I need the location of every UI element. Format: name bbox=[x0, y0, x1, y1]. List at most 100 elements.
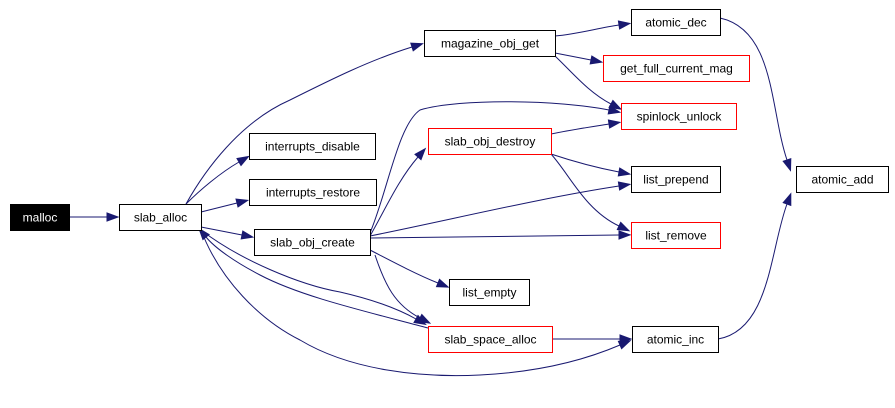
node-label: magazine_obj_get bbox=[441, 37, 540, 51]
edge-line bbox=[369, 101, 610, 234]
node-box[interactable] bbox=[10, 204, 70, 231]
node-label: list_prepend bbox=[643, 173, 708, 187]
node-label: slab_obj_create bbox=[270, 236, 355, 250]
node-box[interactable] bbox=[449, 279, 530, 306]
node-slab-space-alloc[interactable]: slab_space_alloc bbox=[428, 326, 553, 353]
node-spinlock-unlock[interactable]: spinlock_unlock bbox=[621, 103, 737, 130]
node-box[interactable] bbox=[428, 326, 553, 353]
node-box[interactable] bbox=[119, 204, 202, 231]
node-box[interactable] bbox=[631, 9, 721, 36]
node-label: malloc bbox=[23, 211, 58, 225]
node-box[interactable] bbox=[621, 103, 737, 130]
node-label: atomic_add bbox=[811, 173, 873, 187]
node-label: get_full_current_mag bbox=[620, 62, 733, 76]
node-slab-obj-destroy[interactable]: slab_obj_destroy bbox=[428, 128, 552, 155]
edge-line bbox=[369, 249, 439, 284]
node-box[interactable] bbox=[424, 30, 556, 57]
node-label: slab_alloc bbox=[134, 211, 187, 225]
node-slab-alloc[interactable]: slab_alloc bbox=[119, 204, 202, 231]
node-box[interactable] bbox=[249, 133, 376, 160]
node-label: slab_obj_destroy bbox=[445, 135, 536, 149]
node-box[interactable] bbox=[796, 166, 889, 193]
edge-line bbox=[554, 52, 592, 61]
node-box[interactable] bbox=[603, 55, 750, 82]
edge-line bbox=[554, 24, 620, 37]
node-interrupts-restore[interactable]: interrupts_restore bbox=[249, 179, 377, 206]
edge-line bbox=[200, 226, 243, 236]
node-atomic-dec[interactable]: atomic_dec bbox=[631, 9, 721, 36]
arrowhead bbox=[617, 167, 632, 177]
edge-slab_alloc-to-interrupts_restore bbox=[200, 198, 250, 213]
node-label: spinlock_unlock bbox=[637, 110, 723, 124]
edge-line bbox=[719, 17, 788, 161]
edge-line bbox=[717, 203, 788, 340]
edge-line bbox=[550, 153, 620, 227]
edge-slab_obj_create-to-list_empty bbox=[369, 249, 450, 288]
node-label: atomic_dec bbox=[645, 16, 706, 30]
node-label: slab_space_alloc bbox=[444, 333, 536, 347]
node-box[interactable] bbox=[632, 326, 719, 353]
node-label: interrupts_restore bbox=[266, 186, 360, 200]
edge-malloc-to-slab_alloc bbox=[69, 212, 120, 222]
edge-slab_alloc-to-interrupts_disable bbox=[185, 155, 250, 205]
node-atomic-add[interactable]: atomic_add bbox=[796, 166, 889, 193]
edge-slab_obj_destroy-to-list_remove bbox=[550, 153, 631, 232]
edge-line bbox=[369, 234, 620, 239]
node-slab-obj-create[interactable]: slab_obj_create bbox=[254, 229, 371, 256]
edge-slab_obj_create-to-spinlock_unlock bbox=[369, 101, 622, 234]
node-box[interactable] bbox=[249, 179, 377, 206]
edge-atomic_dec-to-atomic_add bbox=[719, 17, 792, 172]
edge-line bbox=[185, 46, 413, 205]
arrowhead bbox=[417, 313, 432, 324]
arrowhead bbox=[198, 227, 210, 241]
arrowhead bbox=[235, 198, 250, 208]
node-list-remove[interactable]: list_remove bbox=[631, 222, 721, 249]
arrowhead bbox=[616, 221, 631, 232]
arrowhead bbox=[410, 42, 424, 52]
edge-magazine_obj_get-to-atomic_dec bbox=[554, 20, 632, 37]
node-atomic-inc[interactable]: atomic_inc bbox=[632, 326, 719, 353]
edge-slab_obj_create-to-slab_obj_destroy bbox=[369, 147, 427, 237]
node-box[interactable] bbox=[631, 222, 721, 249]
edges-layer bbox=[69, 17, 792, 377]
edge-line bbox=[200, 229, 621, 377]
node-malloc[interactable]: malloc bbox=[10, 204, 70, 231]
node-label: list_remove bbox=[645, 229, 707, 243]
edge-line bbox=[200, 229, 417, 320]
nodes-layer: malloc slab_alloc magazine_obj_get interrup… bbox=[10, 9, 889, 353]
edge-line bbox=[200, 202, 238, 213]
edge-slab_space_alloc-to-atomic_inc bbox=[552, 334, 633, 344]
arrowhead bbox=[240, 230, 255, 240]
node-label: atomic_inc bbox=[647, 333, 704, 347]
edge-line bbox=[554, 55, 612, 105]
node-box[interactable] bbox=[428, 128, 552, 155]
arrowhead bbox=[617, 181, 632, 191]
edge-slab_alloc-to-magazine_obj_get bbox=[185, 42, 424, 205]
edge-line bbox=[205, 236, 429, 329]
node-list-prepend[interactable]: list_prepend bbox=[631, 166, 721, 193]
arrowhead bbox=[414, 147, 427, 161]
edge-slab_space_alloc-to-slab_alloc bbox=[198, 227, 429, 329]
arrowhead bbox=[607, 119, 622, 129]
edge-line bbox=[550, 153, 620, 173]
node-list-empty[interactable]: list_empty bbox=[449, 279, 530, 306]
node-get-full-current-mag[interactable]: get_full_current_mag bbox=[603, 55, 750, 82]
edge-line bbox=[374, 254, 421, 319]
edge-slab_obj_create-to-list_prepend bbox=[369, 181, 632, 237]
edge-line bbox=[550, 123, 610, 135]
node-box[interactable] bbox=[254, 229, 371, 256]
arrowhead bbox=[435, 278, 450, 288]
edge-slab_obj_create-to-list_remove bbox=[369, 230, 632, 240]
node-magazine-obj-get[interactable]: magazine_obj_get bbox=[424, 30, 556, 57]
arrowhead bbox=[782, 157, 792, 172]
edge-line bbox=[369, 156, 419, 237]
node-interrupts-disable[interactable]: interrupts_disable bbox=[249, 133, 376, 160]
edge-slab_alloc-to-slab_obj_create bbox=[200, 226, 255, 240]
edge-slab_obj_create-to-slab_space_alloc bbox=[374, 254, 432, 324]
node-label: interrupts_disable bbox=[265, 140, 360, 154]
node-box[interactable] bbox=[631, 166, 721, 193]
arrowhead bbox=[618, 230, 632, 240]
arrowhead bbox=[617, 20, 632, 30]
edge-magazine_obj_get-to-get_full_current_mag bbox=[554, 52, 604, 65]
